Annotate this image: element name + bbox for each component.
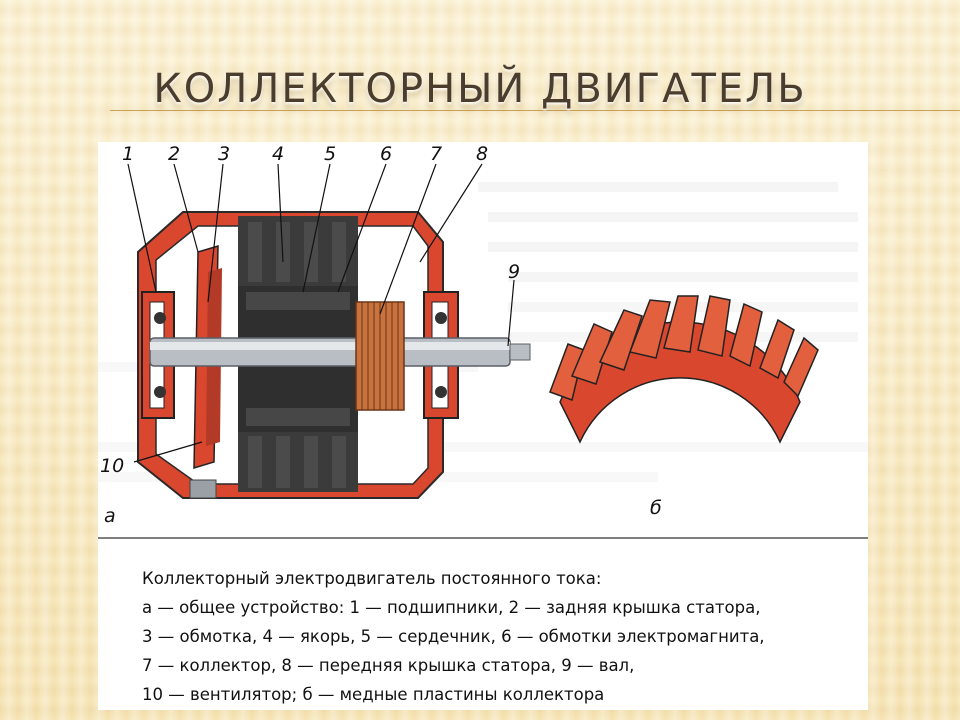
callout-7: 7	[430, 143, 442, 165]
caption-line-1: Коллекторный электродвигатель постоянног…	[142, 569, 602, 588]
motor-cross-section: 1 2 3 4 5 6 7 8 9 10 а	[100, 143, 531, 527]
callout-10: 10	[100, 455, 124, 477]
caption-line-2: а — общее устройство: 1 — подшипники, 2 …	[142, 598, 761, 617]
callout-4: 4	[272, 143, 284, 165]
callout-8: 8	[476, 143, 488, 165]
callout-5: 5	[324, 143, 336, 165]
figure-caption: Коллекторный электродвигатель постоянног…	[142, 564, 862, 709]
caption-line-3: 3 — обмотка, 4 — якорь, 5 — сердечник, 6…	[142, 627, 765, 646]
callout-2: 2	[168, 143, 180, 165]
caption-line-4: 7 — коллектор, 8 — передняя крышка стато…	[142, 656, 635, 675]
callout-6: 6	[380, 143, 392, 165]
leader-lines	[127, 163, 515, 463]
slide-title: КОЛЛЕКТОРНЫЙ ДВИГАТЕЛЬ	[153, 66, 807, 112]
callout-1: 1	[122, 143, 134, 165]
motor-figure: 1 2 3 4 5 6 7 8 9 10 а	[98, 142, 868, 710]
callout-9: 9	[508, 261, 520, 283]
panel-b-label: б	[650, 497, 662, 519]
motor-diagram: 1 2 3 4 5 6 7 8 9 10 а	[98, 143, 868, 539]
caption-line-5: 10 — вентилятор; б — медные пластины кол…	[142, 685, 605, 704]
commutator-plates: б	[549, 295, 819, 519]
title-rule	[110, 110, 960, 111]
callout-3: 3	[218, 143, 230, 165]
panel-a-label: а	[104, 505, 116, 527]
